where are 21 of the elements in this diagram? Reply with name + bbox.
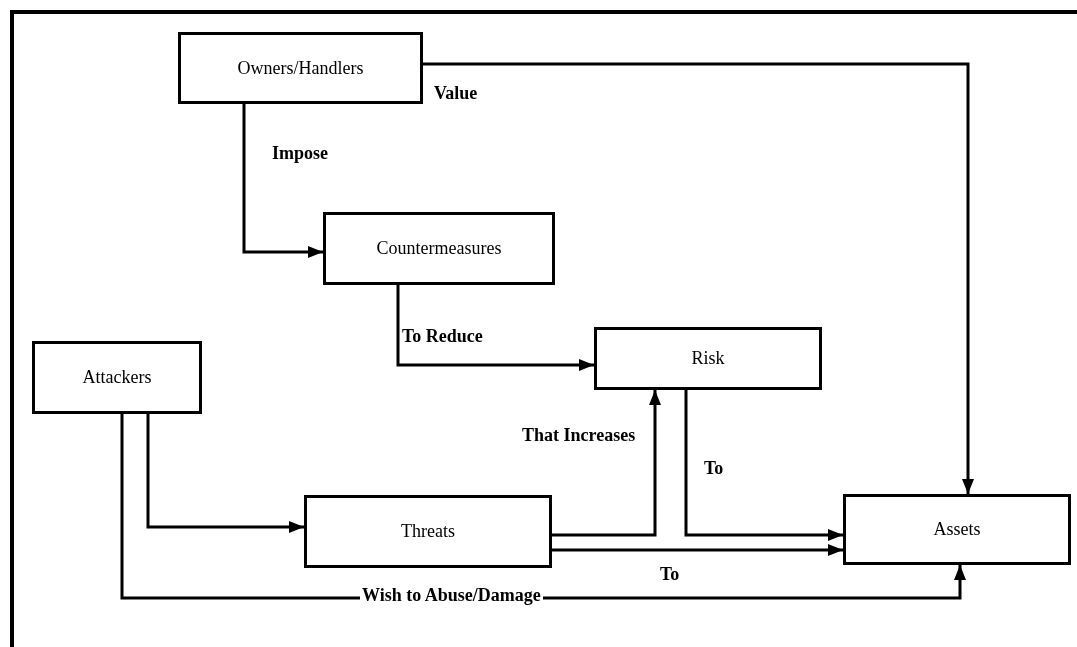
process-box xyxy=(843,494,1071,565)
node-label: Owners/Handlers xyxy=(237,57,364,79)
node-label: Countermeasures xyxy=(376,238,502,259)
node-label: Risk xyxy=(691,348,725,369)
arrow xyxy=(684,390,843,541)
node-label: Attackers xyxy=(82,367,152,388)
process-box xyxy=(304,495,552,568)
process-box xyxy=(32,341,202,414)
process-box xyxy=(178,32,423,104)
edge-label: Impose xyxy=(270,144,330,164)
arrow xyxy=(242,104,323,258)
edge-label: Wish to Abuse/Damage xyxy=(360,586,543,606)
arrow xyxy=(423,62,974,494)
node-label: Assets xyxy=(933,519,981,540)
arrow xyxy=(396,285,594,371)
process-box xyxy=(594,327,822,390)
arrow xyxy=(552,544,843,556)
arrow xyxy=(146,414,304,533)
arrow xyxy=(552,390,661,537)
node-label: Threats xyxy=(401,521,455,542)
process-box xyxy=(323,212,555,285)
